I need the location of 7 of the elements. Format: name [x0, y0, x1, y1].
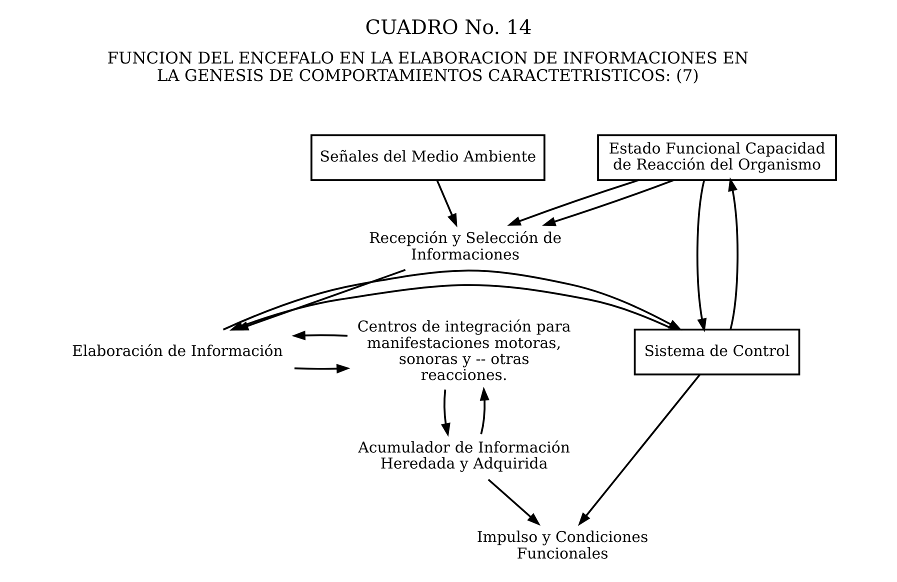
node-text: Recepción y Selección de Informaciones [369, 229, 562, 264]
node-text: Acumulador de Información Heredada y Adquirida [358, 438, 570, 473]
node-text: Centros de integración para manifestaciones motoras, sonoras y -- otras reacciones. [357, 318, 571, 384]
label: FUNCION DEL ENCEFALO EN LA ELABORACION DE INFORMACIONES EN LA GENESIS DE COMPORTAMIENTOS CARACTETRISTICOS: (7) [107, 48, 749, 85]
node-text: Elaboración de Información [72, 342, 283, 360]
node-text: Impulso y Condiciones Funcionales [476, 528, 648, 562]
diagram-title: CUADRO No. 14 [365, 16, 532, 40]
